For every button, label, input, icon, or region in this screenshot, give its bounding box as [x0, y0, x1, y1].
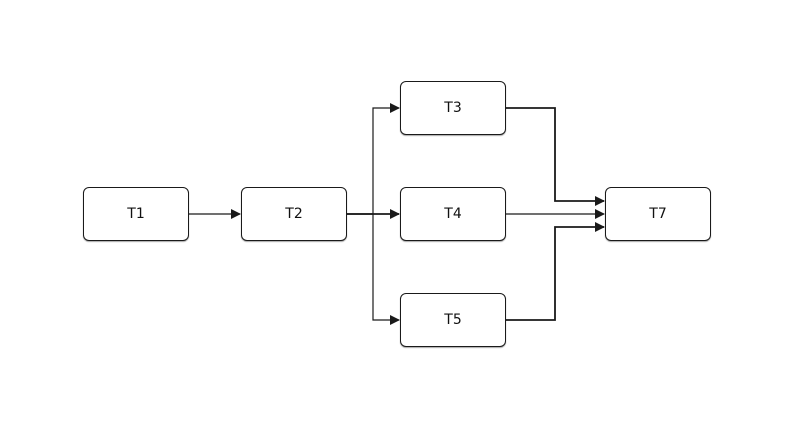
node-t4-label: T4: [444, 206, 462, 222]
node-t3[interactable]: T3: [400, 81, 506, 135]
node-t2-label: T2: [285, 206, 303, 222]
node-t2[interactable]: T2: [241, 187, 347, 241]
node-t3-label: T3: [444, 100, 462, 116]
edge-t3-t7: [506, 107, 605, 206]
node-t5[interactable]: T5: [400, 293, 506, 347]
node-t7[interactable]: T7: [605, 187, 711, 241]
edge-t2-t3: [347, 103, 400, 215]
edge-t5-t7: [506, 222, 605, 321]
node-t7-label: T7: [649, 206, 667, 222]
edge-t2-t5: [347, 213, 400, 325]
node-t1-label: T1: [127, 206, 145, 222]
node-t4[interactable]: T4: [400, 187, 506, 241]
node-t5-label: T5: [444, 312, 462, 328]
node-t1[interactable]: T1: [83, 187, 189, 241]
